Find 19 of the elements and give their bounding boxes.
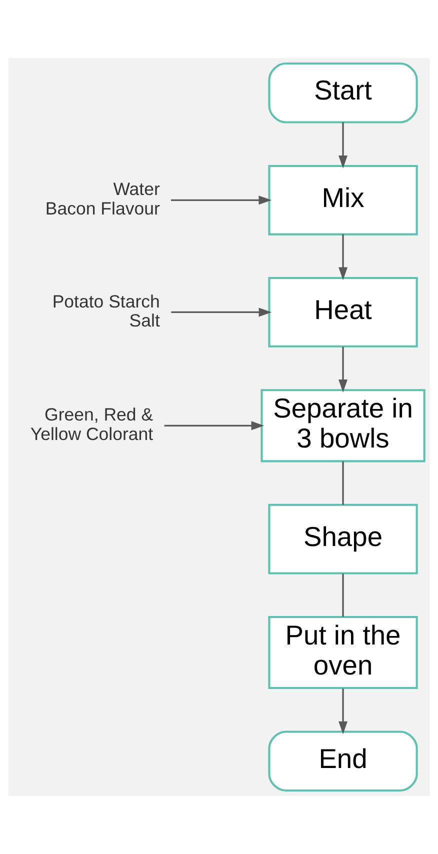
arrow: [338, 122, 348, 168]
arrow: [171, 308, 272, 317]
node-box: Put in the oven: [268, 616, 418, 690]
node-box: End: [268, 730, 418, 792]
node-box: Separate in 3 bowls: [260, 389, 426, 462]
connector: [342, 461, 344, 505]
node-box: Mix: [268, 164, 418, 236]
node-text: Green, Red & Yellow Colorant: [30, 404, 154, 444]
connector: [342, 574, 344, 617]
node-text: Water Bacon Flavour: [45, 179, 160, 218]
node-text: Potato Starch Salt: [52, 291, 160, 330]
node-box: Shape: [268, 504, 418, 574]
arrow: [171, 196, 272, 205]
node-box: Heat: [268, 277, 418, 348]
node-box: Start: [268, 62, 418, 124]
arrow: [164, 421, 264, 430]
arrow: [338, 688, 348, 734]
arrow: [338, 234, 348, 280]
arrow: [338, 346, 348, 392]
